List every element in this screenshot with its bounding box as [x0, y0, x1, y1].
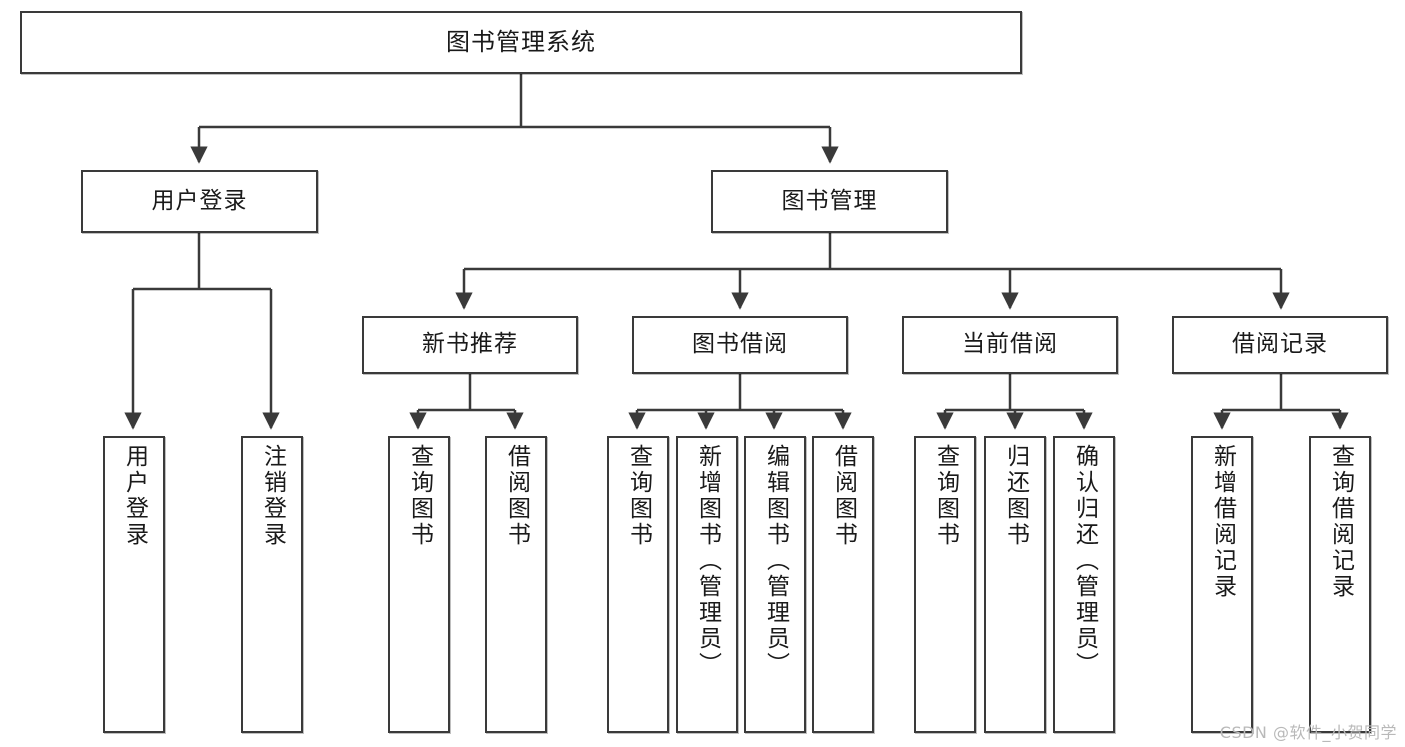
node-leaf-return-book[interactable]: 归还图书 [984, 436, 1046, 733]
node-root-book-management-system[interactable]: 图书管理系统 [20, 11, 1022, 74]
node-user-login[interactable]: 用户登录 [81, 170, 318, 233]
node-leaf-confirm-return-admin[interactable]: 确认归还（管理员） [1053, 436, 1115, 733]
node-leaf-borrow-book[interactable]: 借阅图书 [812, 436, 874, 733]
node-label: 新增借阅记录 [1209, 444, 1236, 600]
node-leaf-add-borrow-record[interactable]: 新增借阅记录 [1191, 436, 1253, 733]
node-current-borrow[interactable]: 当前借阅 [902, 316, 1118, 374]
node-label: 查询借阅记录 [1327, 444, 1354, 600]
node-book-management[interactable]: 图书管理 [711, 170, 948, 233]
node-label: 注销登录 [259, 444, 286, 548]
node-borrow-record[interactable]: 借阅记录 [1172, 316, 1388, 374]
node-leaf-borrow-book-recommend[interactable]: 借阅图书 [485, 436, 547, 733]
node-label: 借阅记录 [1232, 331, 1328, 358]
node-leaf-query-book-current[interactable]: 查询图书 [914, 436, 976, 733]
node-book-borrow[interactable]: 图书借阅 [632, 316, 848, 374]
node-label: 用户登录 [151, 187, 248, 214]
node-leaf-user-login[interactable]: 用户登录 [103, 436, 165, 733]
node-label: 编辑图书（管理员） [762, 444, 789, 678]
node-label: 当前借阅 [962, 331, 1058, 358]
node-label: 用户登录 [121, 444, 148, 548]
node-label: 新增图书（管理员） [694, 444, 721, 678]
node-label: 归还图书 [1002, 444, 1029, 548]
node-label: 查询图书 [406, 444, 433, 548]
node-label: 确认归还（管理员） [1071, 444, 1098, 678]
node-label: 图书管理系统 [446, 28, 596, 57]
node-label: 借阅图书 [503, 444, 530, 548]
node-leaf-query-book-borrow[interactable]: 查询图书 [607, 436, 669, 733]
csdn-watermark: CSDN @软件_小贺同学 [1219, 723, 1397, 742]
node-leaf-logout-login[interactable]: 注销登录 [241, 436, 303, 733]
node-new-book-recommend[interactable]: 新书推荐 [362, 316, 578, 374]
node-label: 图书管理 [781, 187, 878, 214]
node-label: 查询图书 [625, 444, 652, 548]
node-label: 图书借阅 [692, 331, 788, 358]
node-leaf-query-book-recommend[interactable]: 查询图书 [388, 436, 450, 733]
node-leaf-add-book-admin[interactable]: 新增图书（管理员） [676, 436, 738, 733]
node-leaf-edit-book-admin[interactable]: 编辑图书（管理员） [744, 436, 806, 733]
node-leaf-query-borrow-record[interactable]: 查询借阅记录 [1309, 436, 1371, 733]
node-label: 借阅图书 [830, 444, 857, 548]
node-label: 新书推荐 [422, 331, 518, 358]
node-label: 查询图书 [932, 444, 959, 548]
